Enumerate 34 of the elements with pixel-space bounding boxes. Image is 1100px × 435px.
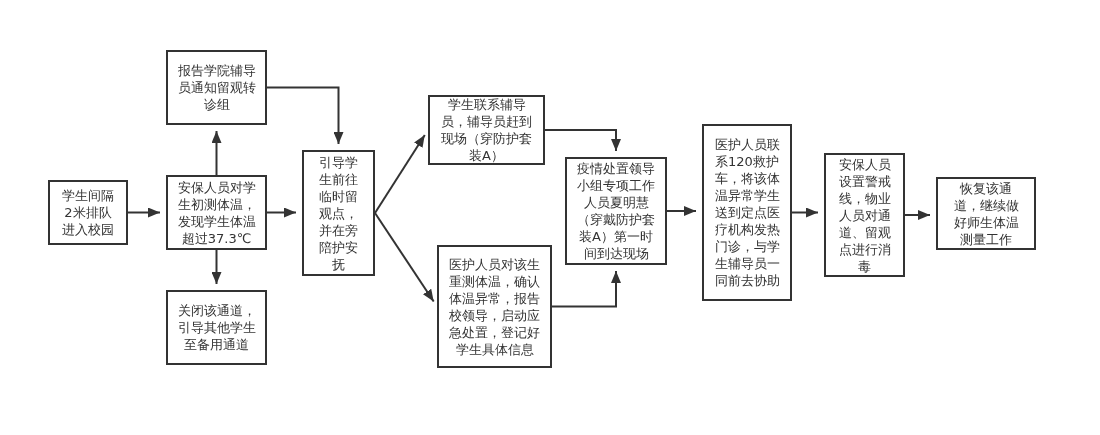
process-box [437,245,552,368]
arrow [374,212,435,303]
step-text: 关闭该通道，引导其他学生至备用通道 [176,302,257,353]
arrow [374,134,426,214]
process-box [428,95,545,165]
arrow [904,210,931,220]
process-box [166,175,267,250]
process-box [936,177,1036,250]
step-text: 医护人员对该生重测体温，确认体温异常，报告校领导，启动应急处置，登记好学生具体信息 [448,255,541,358]
arrow [551,270,621,308]
step-text: 学生间隔2米排队进入校园 [61,187,115,238]
step-text: 疫情处置领导小组专项工作人员夏明慧（穿戴防护套装A）第一时间到达现场 [576,160,656,262]
step-text: 安保人员设置警戒线，物业人员对通道、留观点进行消毒 [837,155,892,275]
step-text: 学生联系辅导员，辅导员赶到现场（穿防护套装A） [440,96,533,164]
step-text: 安保人员对学生初测体温，发现学生体温超过37.3℃ [176,178,257,247]
arrow [791,207,819,218]
arrow [266,207,297,218]
process-box [824,153,905,277]
arrow [266,86,344,145]
arrow [211,249,222,285]
step-text: 报告学院辅导员通知留观转诊组 [176,62,257,113]
arrow [666,206,697,216]
process-box [166,290,267,365]
arrow [211,130,222,176]
process-box [166,50,267,125]
process-box [48,180,128,245]
process-box [565,157,667,265]
process-box [302,150,375,276]
arrow [544,129,621,152]
step-text: 引导学生前往临时留观点，并在旁陪护安抚 [318,153,359,273]
step-text: 医护人员联系120救护车，将该体温异常学生送到定点医疗机构发热门诊，与学生辅导员一同前去协助 [713,136,781,289]
arrow [127,207,161,218]
step-text: 恢复该通道，继续做好师生体温测量工作 [952,179,1020,248]
process-box [702,124,792,301]
